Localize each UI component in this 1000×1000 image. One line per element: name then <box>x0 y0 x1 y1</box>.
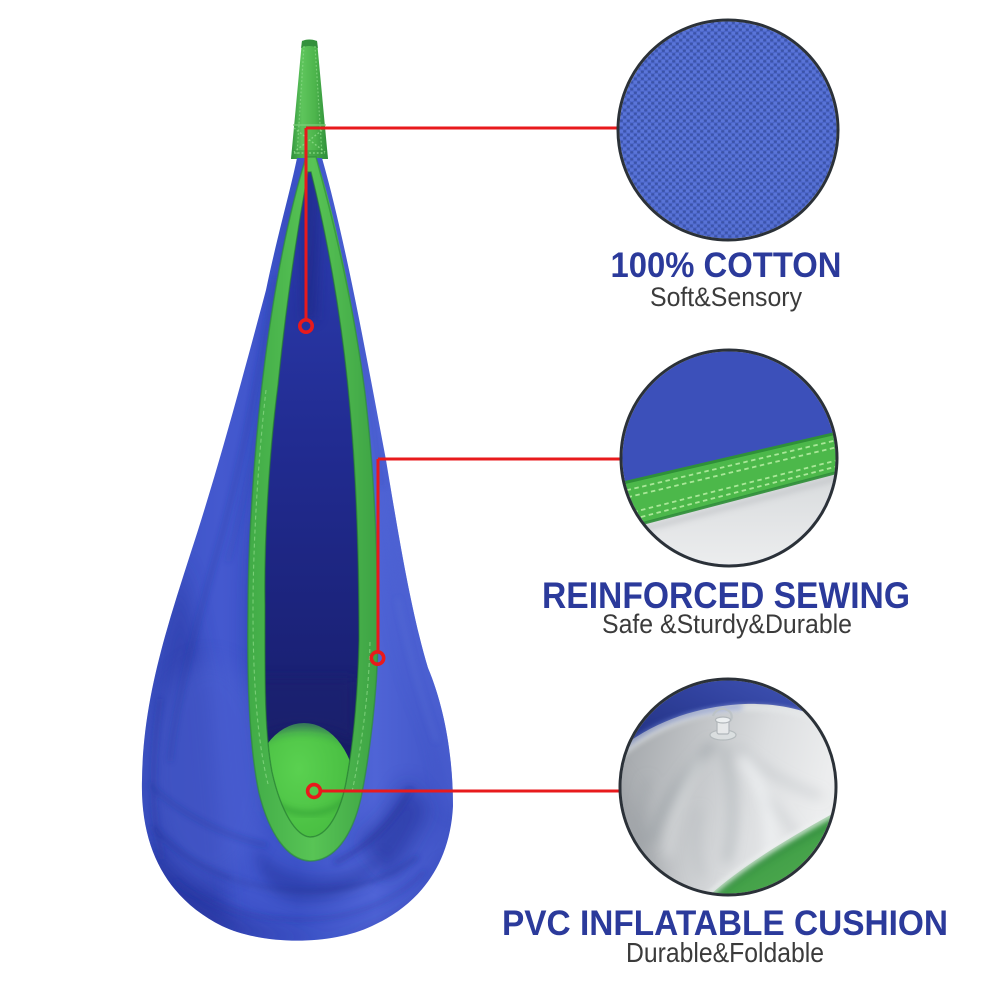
svg-text:REINFORCED SEWING: REINFORCED SEWING <box>542 575 910 616</box>
svg-text:PVC INFLATABLE CUSHION: PVC INFLATABLE CUSHION <box>502 904 948 943</box>
svg-text:Durable&Foldable: Durable&Foldable <box>626 937 824 968</box>
svg-text:100% COTTON: 100% COTTON <box>611 246 842 285</box>
svg-text:Soft&Sensory: Soft&Sensory <box>650 282 802 312</box>
svg-text:Safe &Sturdy&Durable: Safe &Sturdy&Durable <box>602 609 852 639</box>
